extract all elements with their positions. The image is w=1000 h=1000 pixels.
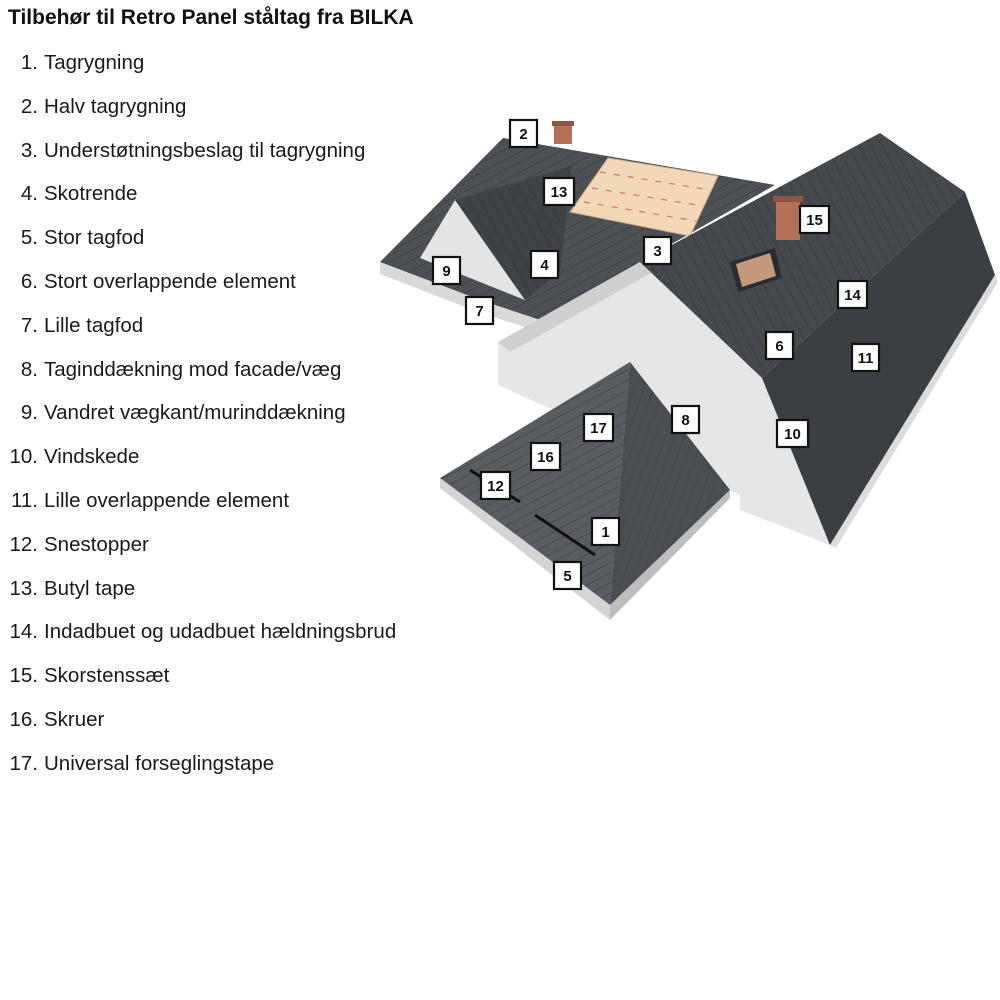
legend-number: 16. — [9, 707, 39, 731]
svg-text:12: 12 — [487, 478, 504, 495]
callout-5: 5 — [552, 560, 583, 591]
callout-11: 11 — [850, 342, 881, 373]
legend-number: 11. — [11, 488, 38, 512]
svg-text:17: 17 — [590, 420, 607, 437]
svg-text:8: 8 — [681, 412, 689, 429]
callout-16: 16 — [529, 441, 562, 472]
legend-number: 2. — [20, 94, 38, 118]
callout-4: 4 — [529, 249, 560, 280]
legend-label: Universal forseglingstape — [44, 751, 275, 775]
callout-12: 12 — [479, 470, 512, 501]
callout-6: 6 — [764, 330, 795, 361]
legend-number: 9. — [20, 401, 38, 425]
legend-label: Understøtningsbeslag til tagrygning — [44, 138, 366, 162]
svg-text:9: 9 — [442, 263, 450, 280]
legend-number: 6. — [20, 269, 38, 293]
svg-text:11: 11 — [858, 350, 874, 367]
legend-number: 13. — [9, 576, 39, 600]
roof-illustration: 1 2 3 4 5 6 7 8 9 10 11 12 13 14 15 16 1… — [380, 118, 998, 620]
svg-text:14: 14 — [844, 287, 861, 304]
legend-label: Skruer — [44, 707, 105, 731]
svg-text:3: 3 — [653, 243, 661, 260]
callout-14: 14 — [836, 279, 869, 310]
legend-label: Skotrende — [44, 182, 138, 206]
legend-label: Lille overlappende element — [44, 488, 290, 512]
legend-number: 15. — [9, 664, 39, 688]
legend-number: 3. — [20, 138, 38, 162]
callout-13: 13 — [542, 176, 576, 207]
legend-number: 12. — [9, 532, 39, 556]
svg-text:7: 7 — [475, 303, 483, 320]
callout-3: 3 — [642, 235, 673, 266]
svg-text:6: 6 — [775, 338, 783, 355]
legend-number: 1. — [20, 51, 38, 74]
legend-number: 8. — [20, 357, 38, 381]
legend-label: Butyl tape — [44, 576, 136, 600]
legend-label: Lille tagfod — [44, 313, 144, 337]
svg-text:4: 4 — [540, 257, 549, 274]
svg-text:13: 13 — [551, 184, 568, 201]
legend-number: 17. — [9, 751, 39, 775]
legend-label: Vandret vægkant/murinddækning — [44, 401, 346, 425]
callout-9: 9 — [431, 255, 462, 286]
legend-number: 4. — [20, 182, 38, 206]
gable-wall — [498, 262, 830, 545]
legend-label: Tagrygning — [44, 51, 145, 74]
callout-7: 7 — [464, 295, 495, 326]
legend-label: Vindskede — [44, 445, 140, 469]
callout-15: 15 — [798, 204, 831, 235]
svg-text:2: 2 — [519, 126, 527, 143]
legend-number: 14. — [9, 620, 39, 644]
legend-label: Indadbuet og udadbuet hældningsbrud — [44, 620, 397, 644]
callout-10: 10 — [775, 418, 810, 449]
svg-text:10: 10 — [784, 426, 801, 443]
legend-label: Skorstenssæt — [44, 664, 170, 688]
roof-window — [730, 248, 782, 292]
page-title: Tilbehør til Retro Panel ståltag fra BIL… — [8, 6, 414, 29]
svg-text:5: 5 — [563, 568, 571, 585]
legend-number: 10. — [9, 445, 39, 469]
chimney-back — [552, 121, 574, 144]
chimney-front — [773, 196, 803, 240]
legend-label: Taginddækning mod facade/væg — [44, 357, 342, 381]
svg-text:1: 1 — [601, 524, 609, 541]
svg-text:15: 15 — [806, 212, 823, 229]
callout-2: 2 — [508, 118, 539, 149]
legend-number: 5. — [20, 226, 38, 250]
callout-1: 1 — [590, 516, 621, 547]
legend-label: Stor tagfod — [44, 226, 145, 250]
legend-number: 7. — [20, 313, 38, 337]
svg-text:16: 16 — [537, 449, 554, 466]
callout-8: 8 — [670, 404, 701, 435]
legend-label: Stort overlappende element — [44, 269, 296, 293]
callout-17: 17 — [582, 412, 615, 443]
legend-label: Snestopper — [44, 532, 149, 556]
legend-label: Halv tagrygning — [44, 94, 187, 118]
